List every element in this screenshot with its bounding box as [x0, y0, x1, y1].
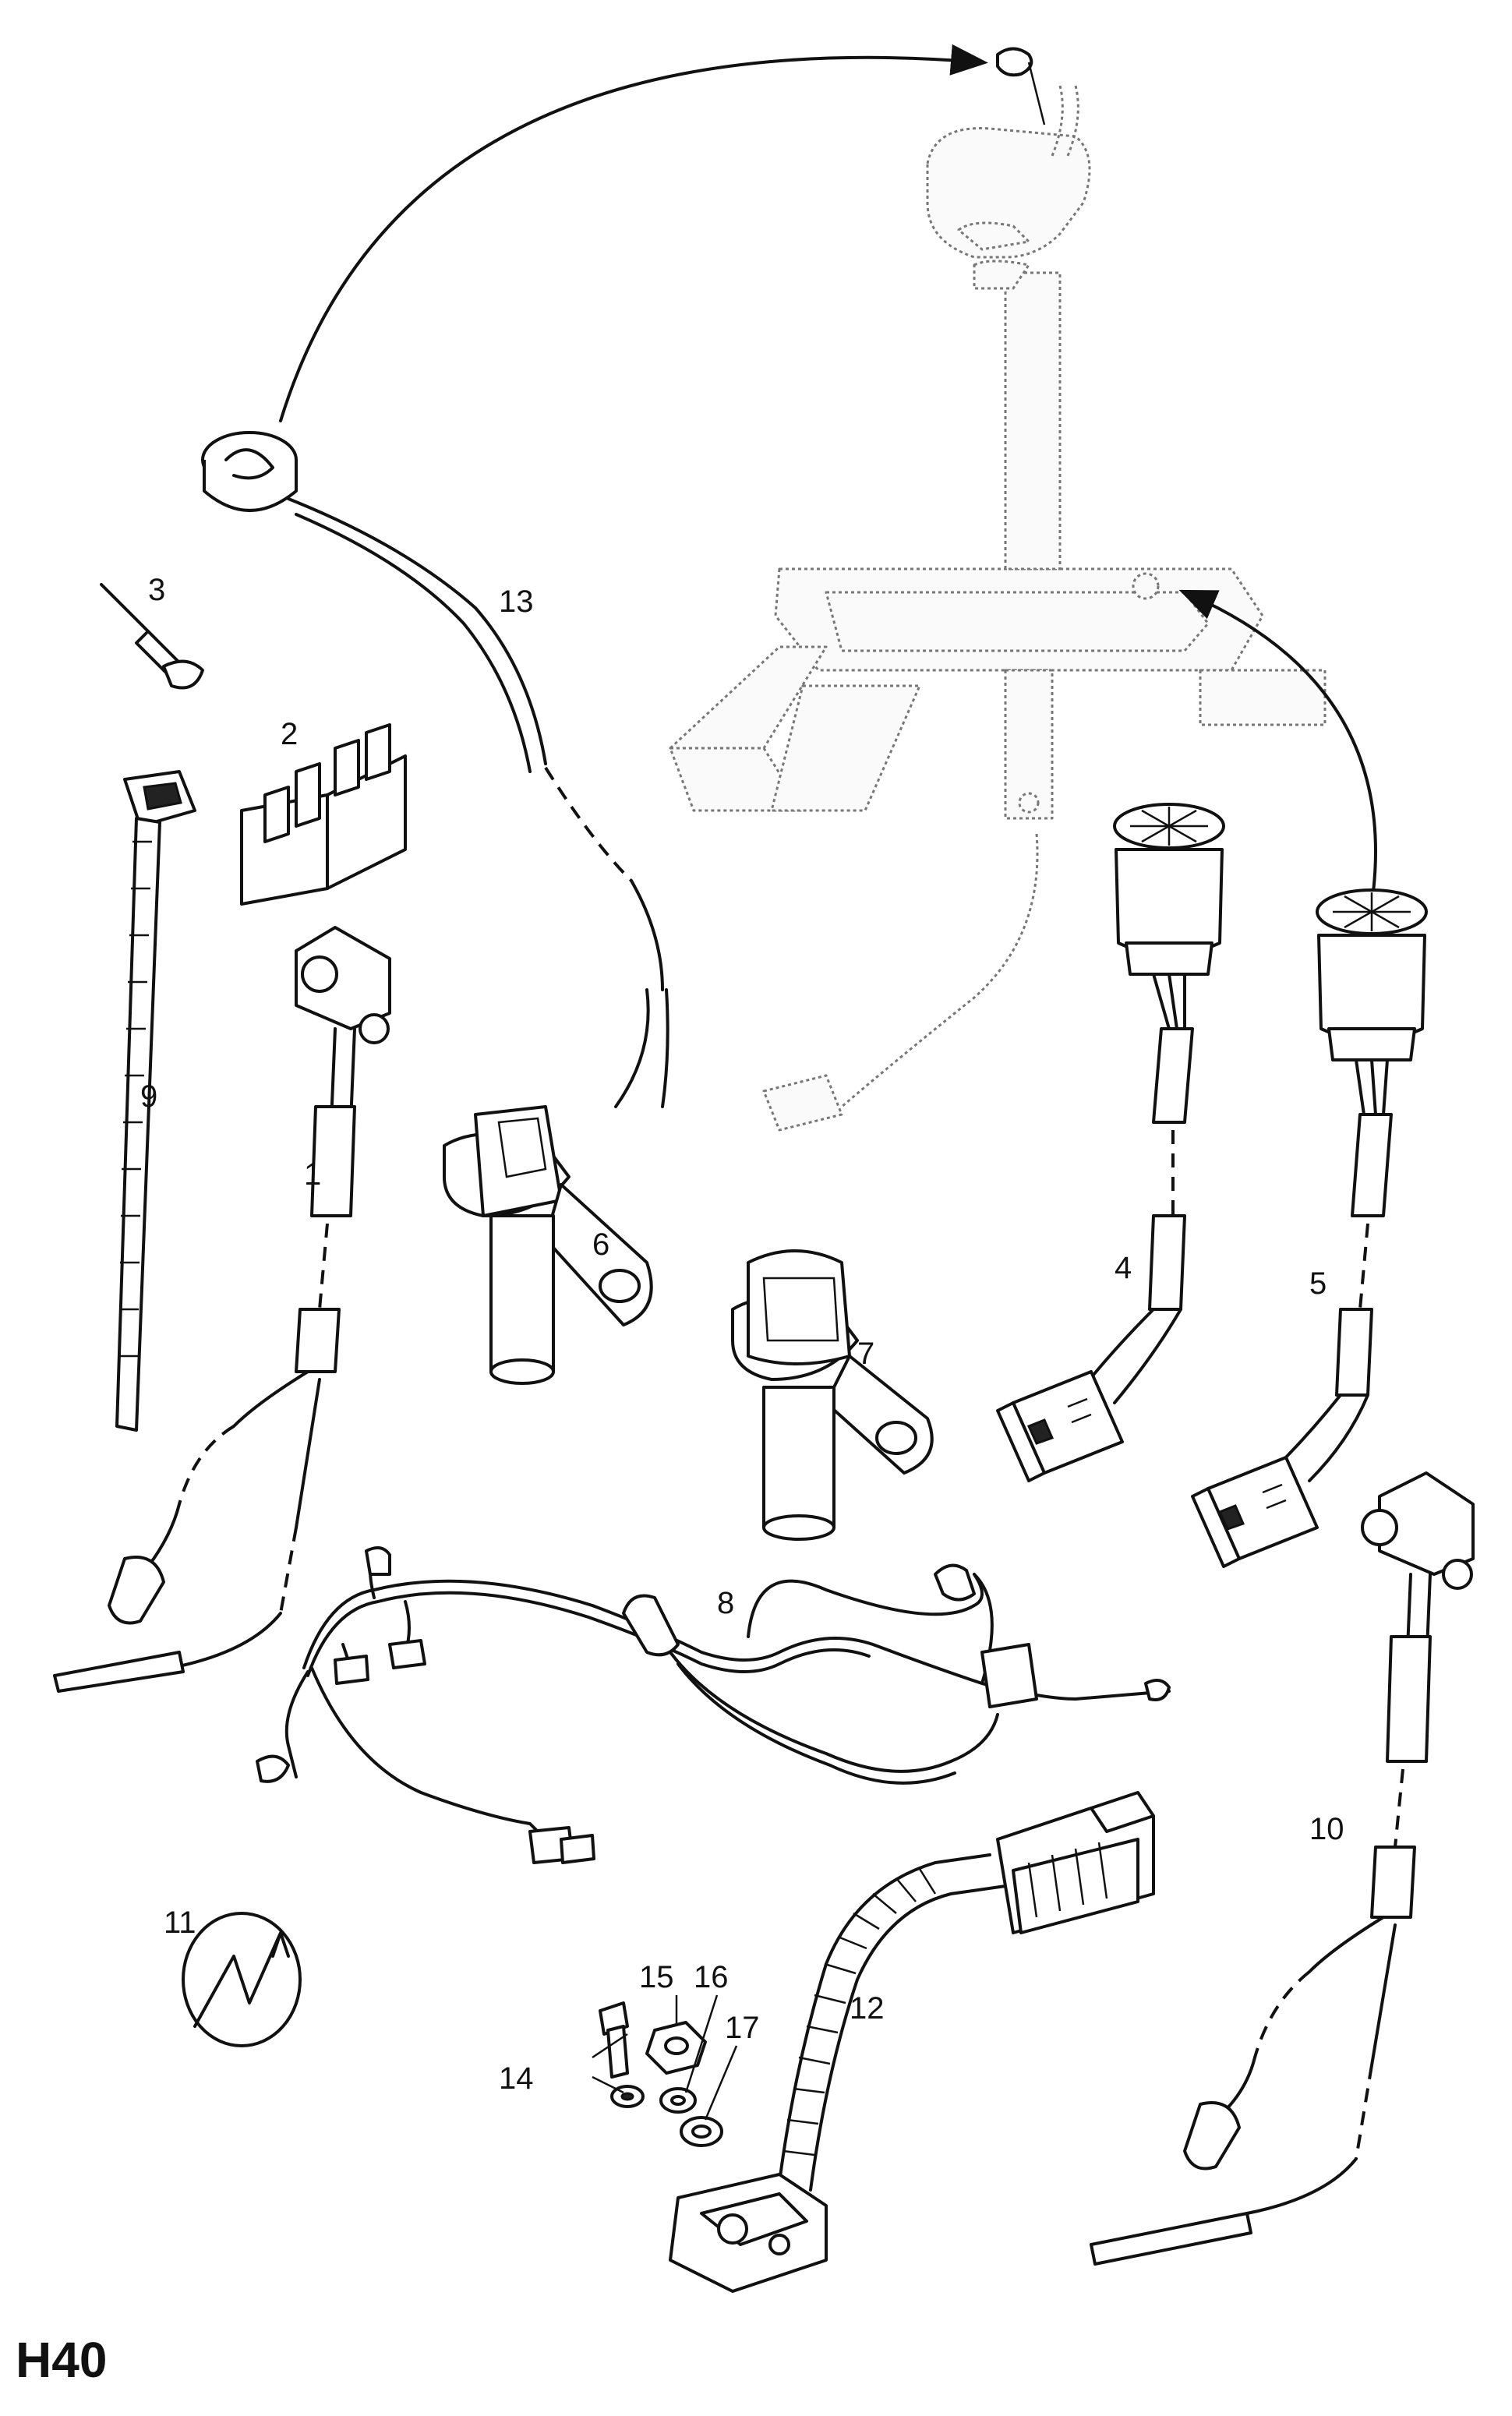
part-2-terminal-clip	[240, 723, 407, 906]
part-13-selector-indicator-harness	[201, 431, 669, 1108]
sheet-code: H40	[16, 2332, 107, 2388]
part-10-temperature-sensor	[1090, 1471, 1475, 2266]
part-12-multifunction-switch	[669, 1791, 1155, 2293]
callout-3: 3	[148, 573, 165, 607]
part-5-bulb-holder	[1191, 888, 1428, 1568]
callout-1: 1	[304, 1157, 321, 1192]
part-9-cable-tie	[115, 770, 196, 1432]
part-15-nut	[645, 2021, 707, 2075]
part-8-wiring-harness	[256, 1546, 1171, 1864]
callout-15: 15	[639, 1960, 674, 1994]
part-7-speed-sensor	[731, 1249, 934, 1541]
part-1-temperature-sensor	[53, 926, 391, 1693]
indicator-arrow-5	[1178, 589, 1377, 906]
bulb-holder-detail	[996, 47, 1046, 125]
callout-14: 14	[499, 2061, 534, 2096]
part-11-warning-label	[182, 1912, 302, 2047]
callout-16: 16	[694, 1960, 729, 1994]
callout-2: 2	[281, 717, 298, 751]
callout-11: 11	[164, 1906, 196, 1940]
callout-5: 5	[1309, 1266, 1327, 1301]
part-17-washer	[680, 2116, 723, 2147]
part-14-screw-and-washer	[599, 2001, 645, 2108]
callout-9: 9	[140, 1079, 157, 1114]
leader-16	[684, 1994, 719, 2093]
callout-13: 13	[499, 585, 534, 619]
callout-10: 10	[1309, 1812, 1344, 1846]
part-4-bulb-holder	[996, 803, 1225, 1482]
callout-7: 7	[857, 1337, 874, 1371]
callout-6: 6	[592, 1227, 609, 1262]
callout-8: 8	[717, 1586, 734, 1620]
callout-4: 4	[1115, 1251, 1132, 1285]
callout-17: 17	[725, 2011, 760, 2045]
leader-14	[592, 2033, 628, 2094]
part-3-pin	[100, 583, 204, 690]
indicator-arrow-13	[279, 44, 988, 422]
part-6-speed-sensor	[443, 1105, 653, 1385]
part-16-lock-washer	[659, 2087, 697, 2114]
callout-12: 12	[850, 1991, 885, 2026]
leader-17	[704, 2045, 738, 2121]
gear-selector-assembly	[669, 85, 1327, 1132]
